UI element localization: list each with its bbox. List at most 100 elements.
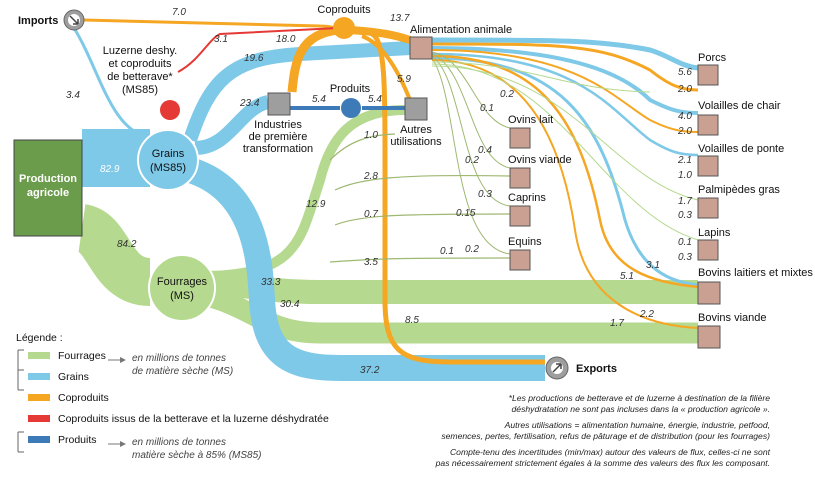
thin-autres-3: [334, 213, 511, 226]
svg-text:18.0: 18.0: [276, 34, 296, 45]
svg-text:2.2: 2.2: [639, 309, 654, 320]
thin-ovins-viande: [431, 53, 511, 169]
thin-caprins: [431, 55, 511, 207]
svg-text:Palmipèdes gras: Palmipèdes gras: [698, 184, 780, 196]
flow-production-fourrages: [74, 204, 153, 306]
imports-label: Imports: [18, 15, 58, 27]
note-5: Compte-tenu des incertitudes (min/max) a…: [450, 447, 771, 457]
svg-text:1.7: 1.7: [610, 318, 624, 329]
legend-grains: Grains: [58, 371, 89, 383]
svg-text:33.3: 33.3: [261, 277, 281, 288]
svg-text:82.9: 82.9: [100, 164, 120, 175]
svg-text:84.2: 84.2: [117, 239, 137, 250]
svg-text:0.3: 0.3: [678, 252, 692, 263]
legend-unit2-a: en millions de tonnes: [132, 437, 226, 448]
svg-text:1.7: 1.7: [678, 196, 692, 207]
coproduits-node: [333, 17, 355, 39]
svg-text:5.4: 5.4: [368, 94, 382, 105]
svg-text:0.1: 0.1: [678, 237, 692, 248]
legend-betterave: Coproduits issus de la betterave et la l…: [58, 413, 329, 425]
alimentation-box: [409, 36, 433, 60]
svg-text:13.7: 13.7: [390, 13, 410, 24]
svg-text:19.6: 19.6: [244, 53, 264, 64]
svg-text:5.6: 5.6: [678, 67, 692, 78]
fourrages-label-1: Fourrages: [157, 276, 208, 288]
flow-grains-exports: [185, 157, 545, 381]
dest-ovins-viande: Ovins viande 0.2 0.4: [465, 145, 572, 189]
legend-unit1-a: en millions de tonnes: [132, 353, 226, 364]
svg-text:2.0: 2.0: [677, 84, 692, 95]
thin-grains-porcs: [431, 61, 651, 93]
svg-text:0.15: 0.15: [456, 208, 476, 219]
svg-text:0.2: 0.2: [465, 244, 479, 255]
flow-grains-alimentation: [183, 41, 411, 143]
footnotes: *Les productions de betterave et de luze…: [435, 393, 771, 468]
svg-text:4.0: 4.0: [678, 111, 692, 122]
svg-text:Bovins viande: Bovins viande: [698, 312, 767, 324]
betterave-node: [160, 100, 180, 120]
legend-unit1-b: de matière sèche (MS): [132, 366, 233, 377]
svg-text:3.1: 3.1: [214, 34, 228, 45]
industries-label-3: transformation: [243, 143, 313, 155]
luzerne-label-3: de betterave*: [107, 71, 173, 83]
legend-produits: Produits: [58, 434, 97, 446]
grains-node: [137, 129, 199, 191]
alimentation-label: Alimentation animale: [410, 24, 512, 36]
grains-label-1: Grains: [152, 148, 185, 160]
dest-palmipedes: Palmipèdes gras 1.7 0.3: [678, 184, 780, 221]
imports-icon: [63, 9, 85, 31]
svg-text:Volailles de chair: Volailles de chair: [698, 100, 781, 112]
flow-alim-porcs: [431, 37, 699, 71]
thin-autres-1: [329, 133, 396, 161]
industries-label-1: Industries: [254, 119, 302, 131]
coproduits-label: Coproduits: [317, 4, 371, 16]
svg-text:30.4: 30.4: [280, 299, 300, 310]
svg-text:2.8: 2.8: [363, 171, 378, 182]
svg-text:Caprins: Caprins: [508, 192, 546, 204]
svg-text:Lapins: Lapins: [698, 227, 731, 239]
dest-volailles-ponte: Volailles de ponte 2.1 1.0: [677, 143, 784, 181]
legend-swatch-produits: [28, 436, 50, 443]
produits-node: [341, 98, 361, 118]
svg-text:23.4: 23.4: [239, 98, 260, 109]
flow-copro-autres: [361, 34, 412, 101]
thin-equins: [431, 57, 511, 255]
svg-text:0.7: 0.7: [364, 209, 378, 220]
svg-text:0.2: 0.2: [465, 155, 479, 166]
svg-text:2.0: 2.0: [677, 126, 692, 137]
thin-autres-4: [329, 257, 511, 263]
dest-porcs: Porcs 5.6 2.0: [677, 52, 727, 95]
flow-alim-orange-porcs: [431, 42, 699, 92]
dest-equins: Equins 0.1 0.2: [440, 236, 542, 271]
svg-text:5.9: 5.9: [397, 74, 411, 85]
svg-text:7.0: 7.0: [172, 7, 186, 18]
exports-icon: [545, 356, 569, 380]
note-6: pas nécessairement strictement égales à …: [435, 458, 770, 468]
flow-alim-orange-bovins: [431, 54, 699, 289]
flow-grains-industries: [194, 95, 271, 155]
svg-text:Volailles de ponte: Volailles de ponte: [698, 143, 784, 155]
dest-bovins-lait: Bovins laitiers et mixtes: [697, 267, 813, 305]
autres-label-1: Autres: [400, 124, 432, 136]
note-2: déshydratation ne sont pas incluses dans…: [512, 404, 770, 414]
dest-bovins-viande: Bovins viande: [697, 312, 767, 349]
flow-imports-grains: [72, 27, 151, 140]
exports-label: Exports: [576, 363, 617, 375]
luzerne-label-4: (MS85): [122, 84, 158, 96]
industries-box: [267, 92, 291, 116]
svg-text:5.1: 5.1: [620, 271, 634, 282]
flow-alim-orange-vol: [431, 49, 699, 133]
production-agricole-box: [13, 139, 83, 237]
thin-autres-2: [334, 174, 511, 191]
luzerne-label-2: et coproduits: [109, 58, 172, 70]
production-label-1: Production: [19, 173, 77, 185]
svg-text:Porcs: Porcs: [698, 52, 727, 64]
svg-text:0.4: 0.4: [478, 145, 492, 156]
dest-lapins: Lapins 0.1 0.3: [678, 227, 731, 263]
legend-swatch-grains: [28, 373, 50, 380]
svg-text:0.2: 0.2: [500, 89, 514, 100]
flow-alim-orange-bv: [431, 59, 699, 329]
grains-label-2: (MS85): [150, 162, 186, 174]
flow-imports-coproduits: [83, 18, 339, 30]
